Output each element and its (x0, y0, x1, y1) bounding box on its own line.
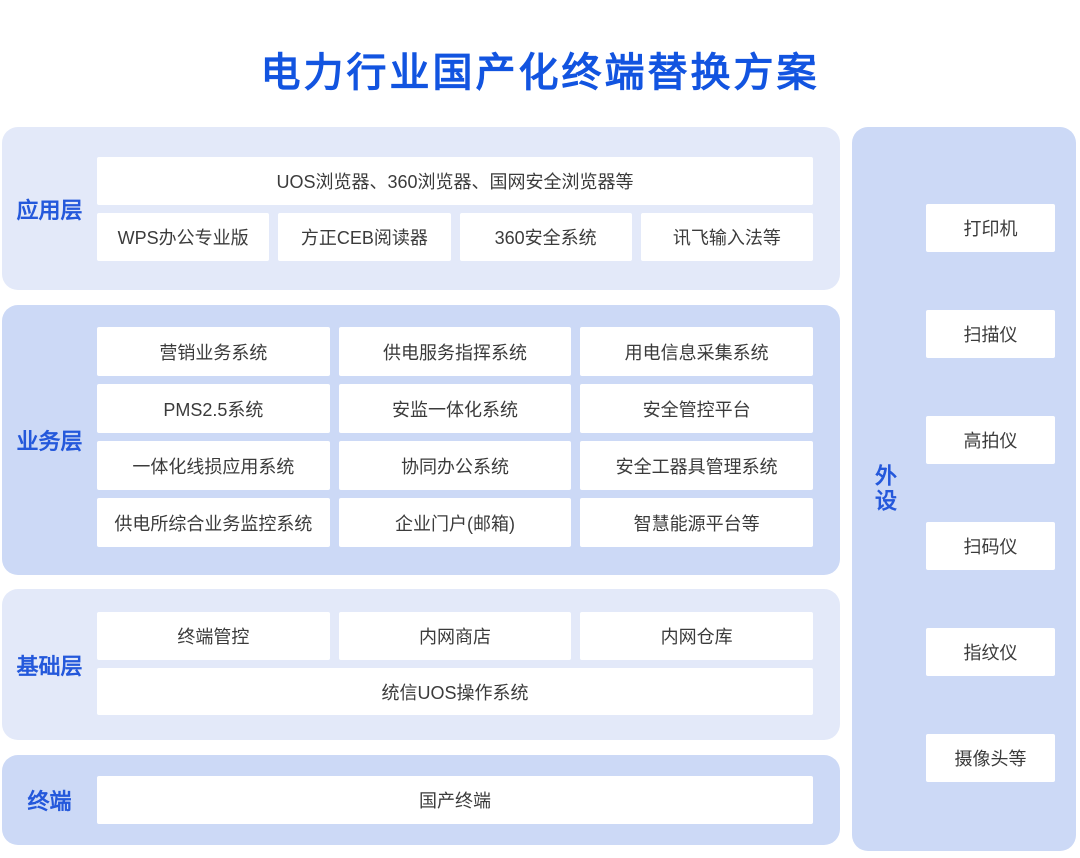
base-layer-content: 终端管控 内网商店 内网仓库 统信UOS操作系统 (97, 612, 814, 715)
node-wps-office: WPS办公专业版 (97, 213, 270, 261)
business-layer-grid: 营销业务系统 供电服务指挥系统 用电信息采集系统 PMS2.5系统 安监一体化系… (97, 327, 813, 547)
node-intranet-warehouse: 内网仓库 (580, 612, 814, 660)
base-layer-row1: 终端管控 内网商店 内网仓库 (97, 612, 814, 660)
node-line-loss-app: 一体化线损应用系统 (97, 441, 330, 490)
node-substation-monitoring: 供电所综合业务监控系统 (97, 498, 330, 547)
node-scanner: 扫描仪 (926, 310, 1055, 358)
business-layer-label: 业务层 (16, 429, 83, 454)
application-layer-row2: WPS办公专业版 方正CEB阅读器 360安全系统 讯飞输入法等 (97, 213, 813, 261)
node-pms25-system: PMS2.5系统 (97, 384, 330, 433)
node-uos-operating-system: 统信UOS操作系统 (97, 668, 813, 715)
panel-peripherals: 外设 打印机 扫描仪 高拍仪 扫码仪 指纹仪 摄像头等 (852, 127, 1076, 851)
page-title: 电力行业国产化终端替换方案 (260, 51, 820, 95)
node-collaborative-office: 协同办公系统 (338, 441, 572, 490)
node-printer: 打印机 (926, 204, 1055, 252)
node-power-service-command: 供电服务指挥系统 (338, 327, 572, 376)
terminal-layer-label: 终端 (27, 789, 72, 814)
node-webcam: 摄像头等 (926, 734, 1055, 782)
node-barcode-scanner: 扫码仪 (926, 522, 1055, 570)
node-marketing-system: 营销业务系统 (97, 327, 330, 376)
peripherals-label: 外设 (874, 463, 897, 514)
node-terminal-control: 终端管控 (97, 612, 330, 660)
node-safety-supervision: 安监一体化系统 (338, 384, 572, 433)
node-iflytek-input: 讯飞输入法等 (640, 213, 813, 261)
node-intranet-store: 内网商店 (338, 612, 572, 660)
panel-business-layer: 业务层 营销业务系统 供电服务指挥系统 用电信息采集系统 PMS2.5系统 安监… (2, 305, 840, 575)
application-layer-label: 应用层 (16, 197, 83, 223)
panel-application-layer: 应用层 UOS浏览器、360浏览器、国网安全浏览器等 WPS办公专业版 方正CE… (2, 127, 840, 290)
panel-base-layer: 基础层 终端管控 内网商店 内网仓库 统信UOS操作系统 (2, 589, 840, 740)
node-360-security: 360安全系统 (459, 213, 632, 261)
node-document-camera: 高拍仪 (926, 416, 1055, 464)
node-founder-ceb-reader: 方正CEB阅读器 (278, 213, 451, 261)
base-layer-label: 基础层 (16, 653, 83, 679)
node-domestic-terminal: 国产终端 (97, 776, 813, 824)
node-safety-control-platform: 安全管控平台 (580, 384, 813, 433)
node-safety-tools-mgmt: 安全工器具管理系统 (580, 441, 813, 490)
node-enterprise-portal: 企业门户(邮箱) (338, 498, 572, 547)
application-layer-content: UOS浏览器、360浏览器、国网安全浏览器等 WPS办公专业版 方正CEB阅读器… (97, 157, 813, 261)
node-smart-energy-platform: 智慧能源平台等 (580, 498, 813, 547)
node-power-info-collection: 用电信息采集系统 (580, 327, 813, 376)
panel-terminal-layer: 终端 国产终端 (2, 755, 840, 845)
terminal-layer-content: 国产终端 (97, 776, 813, 824)
node-browsers: UOS浏览器、360浏览器、国网安全浏览器等 (97, 157, 813, 205)
node-fingerprint-reader: 指纹仪 (926, 628, 1055, 676)
peripherals-column: 打印机 扫描仪 高拍仪 扫码仪 指纹仪 摄像头等 (926, 204, 1055, 782)
